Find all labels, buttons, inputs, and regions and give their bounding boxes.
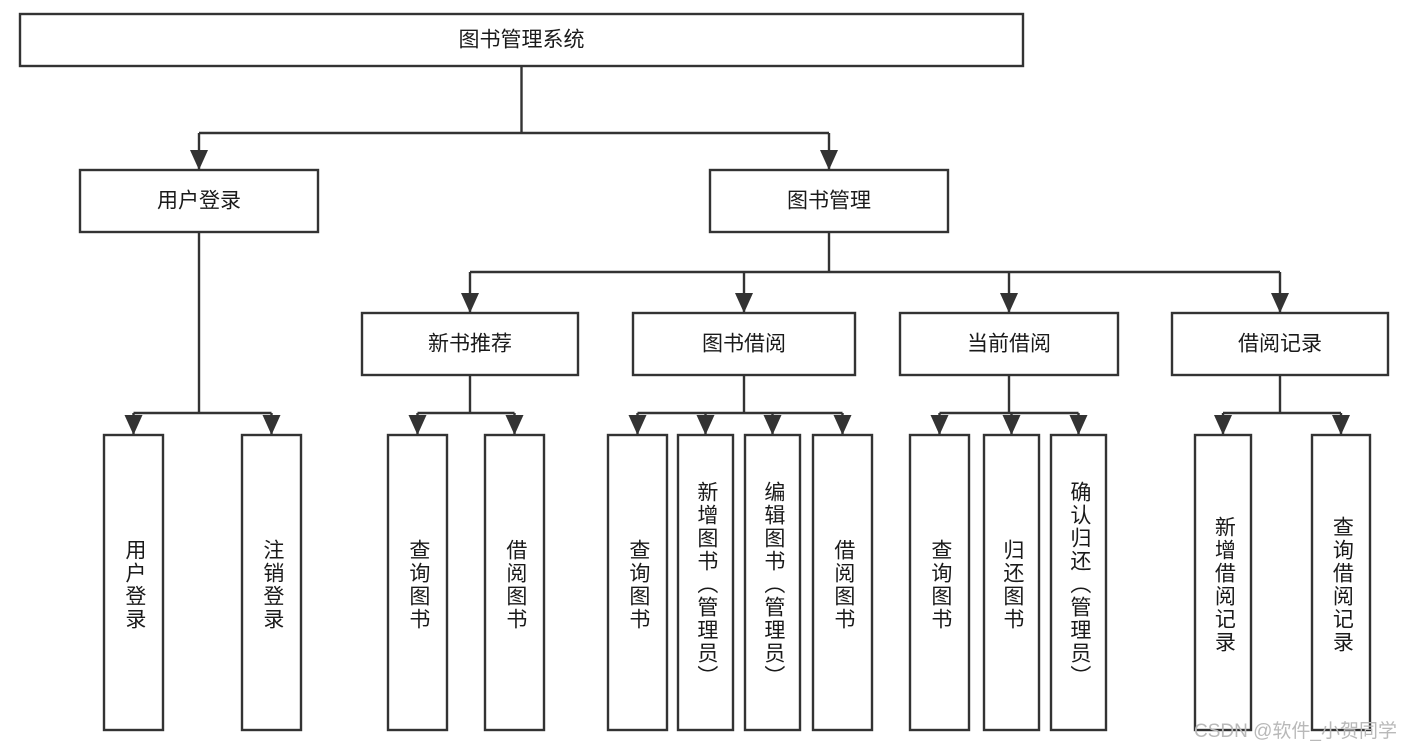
node-box-leaf-add-record — [1193, 433, 1253, 732]
node-box-leaf-borrow-book-bor — [811, 433, 874, 732]
node-label-root: 图书管理系统 — [459, 29, 585, 52]
arrowhead — [735, 293, 753, 313]
node-box-new-book-rec — [360, 311, 580, 377]
boxes-layer — [18, 12, 1390, 732]
node-label-book-manage: 图书管理 — [787, 190, 871, 213]
node-box-leaf-add-book — [676, 433, 735, 732]
node-box-leaf-return-book — [982, 433, 1041, 732]
node-box-leaf-query-book-rec — [386, 433, 449, 732]
node-box-leaf-query-record — [1310, 433, 1372, 732]
connectors-layer — [124, 66, 1350, 435]
node-box-leaf-user-login — [102, 433, 165, 732]
node-box-book-borrow — [631, 311, 857, 377]
arrowhead — [1002, 415, 1021, 435]
arrowhead — [190, 150, 208, 170]
arrowhead — [1214, 415, 1232, 435]
arrowhead — [833, 415, 852, 435]
node-label-new-book-rec: 新书推荐 — [428, 333, 512, 356]
watermark-text: CSDN @软件_小贺同学 — [1194, 721, 1397, 742]
arrowhead — [1332, 415, 1350, 435]
node-box-leaf-edit-book — [743, 433, 802, 732]
node-box-borrow-record — [1170, 311, 1390, 377]
arrowhead — [696, 415, 715, 435]
arrowhead — [763, 415, 782, 435]
node-box-user-login — [78, 168, 320, 234]
arrowhead — [408, 415, 427, 435]
node-label-book-borrow: 图书借阅 — [702, 333, 786, 356]
node-box-current-borrow — [898, 311, 1120, 377]
arrowhead — [461, 293, 479, 313]
node-box-book-manage — [708, 168, 950, 234]
node-label-borrow-record: 借阅记录 — [1238, 333, 1322, 356]
node-label-user-login: 用户登录 — [157, 190, 241, 213]
node-box-leaf-confirm-return — [1049, 433, 1108, 732]
arrowhead — [262, 415, 281, 435]
arrowhead — [930, 415, 949, 435]
arrowhead — [505, 415, 524, 435]
arrowhead — [820, 150, 838, 170]
node-box-leaf-query-book-bor — [606, 433, 669, 732]
arrowhead — [1271, 293, 1289, 313]
arrowhead — [1069, 415, 1088, 435]
node-box-leaf-user-logout — [240, 433, 303, 732]
node-box-root — [18, 12, 1025, 68]
node-box-leaf-query-book-cur — [908, 433, 971, 732]
node-box-leaf-borrow-book-rec — [483, 433, 546, 732]
arrowhead — [628, 415, 647, 435]
arrowhead — [1000, 293, 1018, 313]
node-label-current-borrow: 当前借阅 — [967, 333, 1051, 356]
arrowhead — [124, 415, 143, 435]
